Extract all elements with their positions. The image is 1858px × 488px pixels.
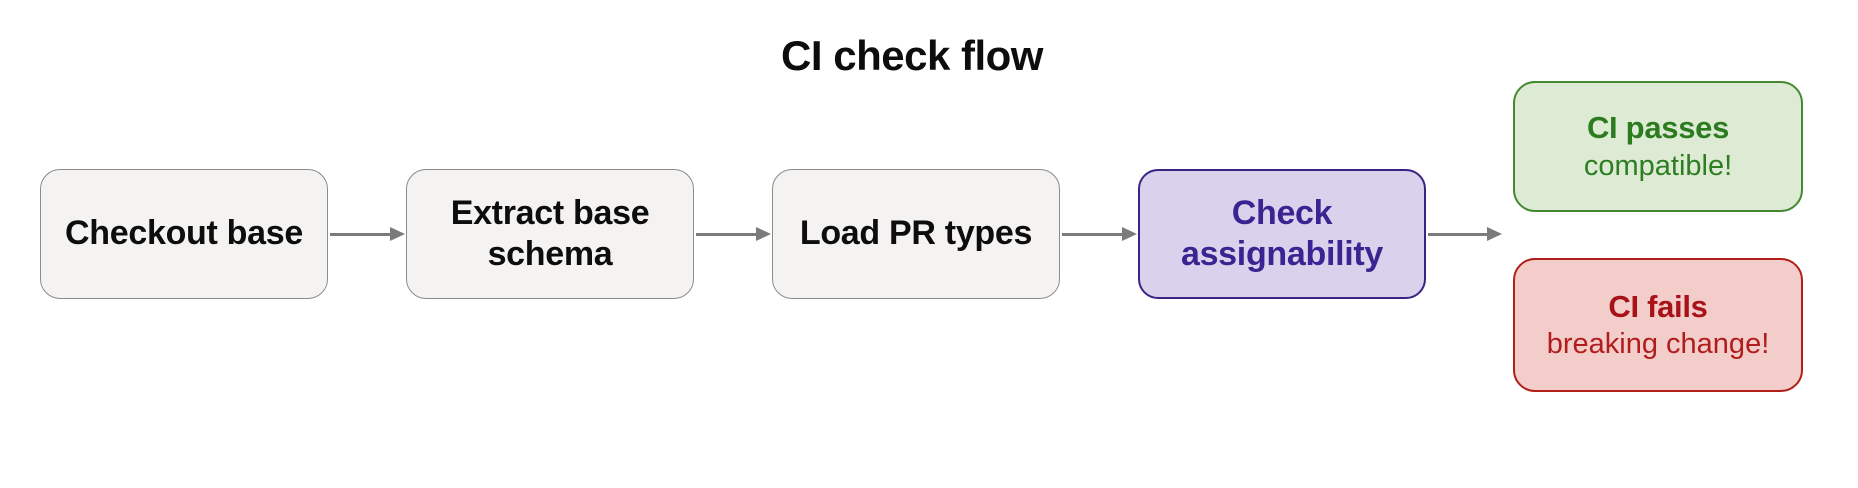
arrow-line xyxy=(1428,232,1490,236)
flow-arrow-2 xyxy=(696,226,771,242)
node-label: Check assignability xyxy=(1180,193,1384,273)
flow-arrow-branch xyxy=(1428,226,1502,242)
node-load-pr-types: Load PR types xyxy=(772,169,1060,299)
outcome-subtitle: compatible! xyxy=(1583,149,1733,182)
node-ci-passes: CI passes compatible! xyxy=(1513,81,1803,212)
flow-arrow-1 xyxy=(330,226,405,242)
node-label: Checkout base xyxy=(65,214,303,253)
arrow-head-icon xyxy=(1487,227,1502,241)
node-check-assignability: Check assignability xyxy=(1138,169,1426,299)
node-label: Load PR types xyxy=(799,214,1033,253)
arrow-line xyxy=(1062,232,1125,236)
node-extract-base-schema: Extract base schema xyxy=(406,169,694,299)
arrow-head-icon xyxy=(390,227,405,241)
arrow-line xyxy=(330,232,393,236)
node-checkout-base: Checkout base xyxy=(40,169,328,299)
outcome-subtitle: breaking change! xyxy=(1546,328,1770,361)
node-ci-fails: CI fails breaking change! xyxy=(1513,258,1803,392)
outcome-title: CI fails xyxy=(1608,288,1708,324)
outcome-title: CI passes xyxy=(1586,110,1730,145)
arrow-line xyxy=(696,232,759,236)
arrow-head-icon xyxy=(1122,227,1137,241)
node-label: Extract base schema xyxy=(450,193,650,273)
diagram-title: CI check flow xyxy=(781,32,1043,79)
arrow-head-icon xyxy=(756,227,771,241)
flow-arrow-3 xyxy=(1062,226,1137,242)
